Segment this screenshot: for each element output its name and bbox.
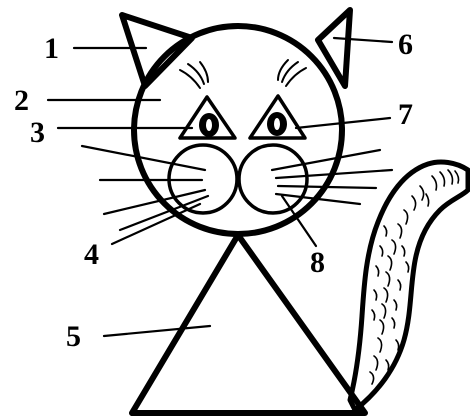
body-triangle [132,235,365,413]
left-whiskers [82,146,208,230]
tail-shape [350,162,468,410]
right-cheek-circle [239,145,307,213]
label-3: 3 [30,116,45,149]
tail [350,162,470,412]
label-1: 1 [44,32,59,65]
label-4: 4 [84,238,99,271]
left-eye-highlight [206,119,212,131]
leader-line-5 [104,326,210,336]
label-2: 2 [14,84,29,117]
label-7: 7 [398,98,413,131]
label-5: 5 [66,320,81,353]
left-ear-triangle [122,15,192,86]
forehead-fur-strokes [180,60,306,88]
label-8: 8 [310,246,325,279]
right-eye-highlight [274,118,280,130]
head-circle [134,26,342,234]
label-6: 6 [398,28,413,61]
leader-line-6 [334,38,392,42]
